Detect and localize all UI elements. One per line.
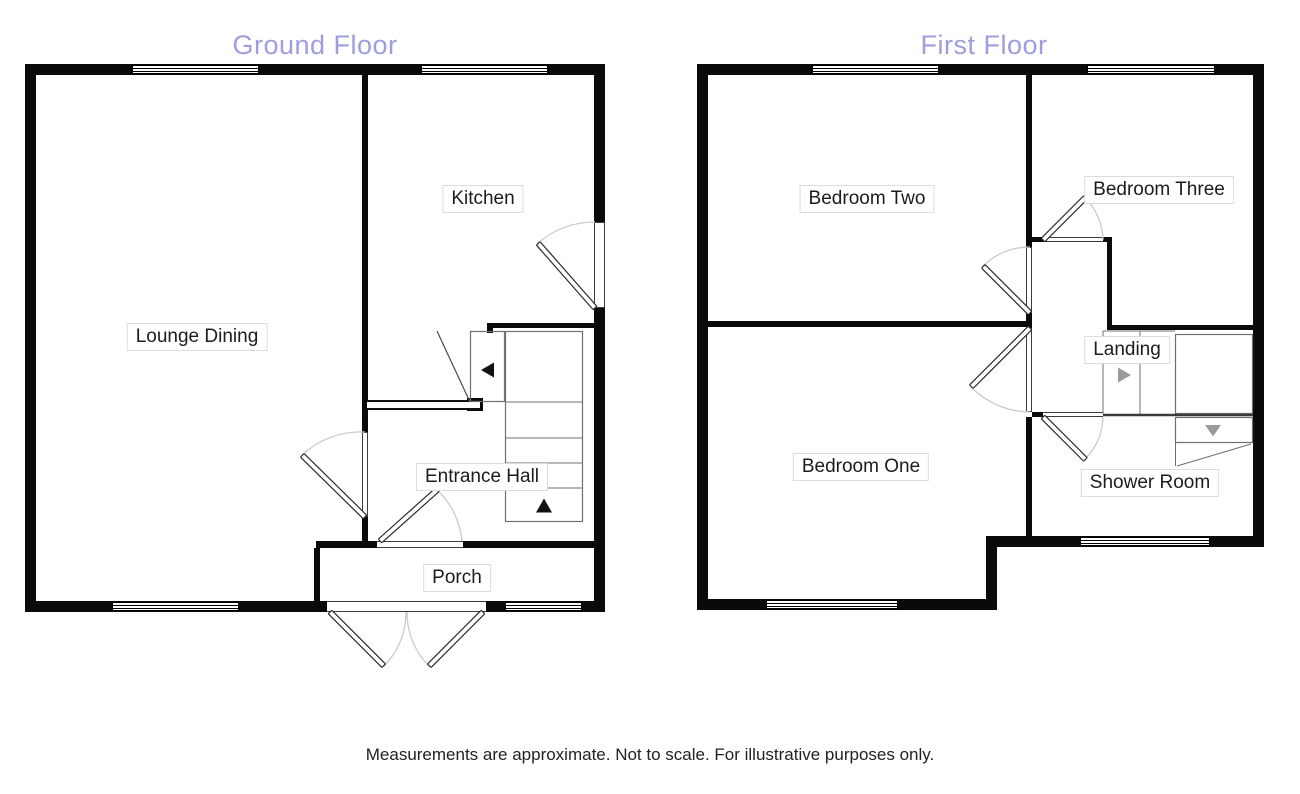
gf-window-top-lounge	[132, 65, 259, 74]
room-label-bedroom-one: Bedroom One	[792, 453, 930, 481]
gf-wall-lounge-divider-upper	[362, 75, 368, 432]
porch-door-right-arc	[406, 611, 430, 667]
disclaimer-text: Measurements are approximate. Not to sca…	[365, 745, 935, 764]
bedroom-two-door-leaf	[981, 264, 1032, 315]
stair-down-box	[1174, 416, 1254, 444]
gf-wall-lounge-divider-lower	[362, 517, 368, 541]
ff-window-bottom-bedroom-one	[766, 600, 898, 609]
front-door-arc	[436, 489, 463, 542]
shower-door-arc	[1084, 416, 1104, 460]
ff-wall-step	[986, 536, 997, 610]
lounge-door-arc	[301, 431, 366, 456]
room-label-lounge-dining: Lounge Dining	[126, 323, 268, 351]
stair-break-line	[1176, 443, 1252, 467]
bedroom-three-door-arc	[1084, 197, 1104, 241]
gf-wall-right-lower	[594, 308, 605, 612]
gf-front-door-opening	[377, 541, 463, 548]
room-label-kitchen: Kitchen	[442, 185, 524, 213]
ff-wall-divider-upper	[1026, 75, 1032, 247]
first-floor-symbols-layer	[969, 195, 1254, 467]
room-label-shower-room: Shower Room	[1080, 469, 1220, 497]
stair-left-arrow-icon	[481, 362, 494, 378]
bedroom-three-door-leaf	[1041, 195, 1088, 242]
gf-window-bottom-lounge	[112, 602, 239, 611]
first-floor-title: First Floor	[920, 30, 1048, 60]
front-door-leaf	[378, 487, 440, 544]
ground-floor-title: Ground Floor	[232, 30, 398, 60]
gf-wall-porch-left	[314, 548, 320, 601]
bedroom-one-door-leaf	[969, 326, 1032, 389]
room-label-bedroom-three: Bedroom Three	[1084, 176, 1234, 204]
gf-wall-porch-top-left	[316, 541, 377, 548]
ff-wall-bedroom3-notch	[1107, 242, 1112, 330]
porch-door-left-leaf	[328, 610, 386, 668]
ff-window-shower-room	[1080, 537, 1210, 546]
gf-wall-bottom	[25, 601, 605, 612]
ff-wall-bedroom3-left-seg	[1032, 237, 1043, 242]
ff-wall-landing-bottom-seg	[1032, 412, 1043, 417]
bedroom-two-door-arc	[982, 246, 1031, 267]
gf-porch-door-opening	[327, 601, 486, 612]
room-label-landing: Landing	[1084, 336, 1170, 364]
ff-wall-bedroom-divider	[708, 321, 1026, 327]
ground-floor-plan: Lounge Dining Kitchen Entrance Hall Porc…	[25, 64, 605, 668]
ff-window-top-bedroom-three	[1087, 65, 1215, 74]
ff-wall-shower-left	[1026, 417, 1032, 536]
gf-wall-top	[25, 64, 605, 75]
gf-window-top-kitchen	[421, 65, 548, 74]
gf-wall-porch-top-right	[463, 541, 605, 548]
ground-floor-symbols-layer	[300, 221, 598, 668]
ff-wall-right	[1253, 64, 1264, 547]
stair-right-arrow-icon	[1118, 367, 1131, 383]
doors-first	[969, 195, 1104, 462]
stair-break-line	[436, 330, 471, 403]
stairwell-box	[1174, 333, 1254, 415]
stair-up-arrow-icon	[536, 498, 552, 513]
bedroom-one-door-arc	[970, 386, 1031, 413]
ff-wall-bedroom3-right-seg	[1103, 237, 1112, 242]
kitchen-door-arc	[537, 221, 596, 244]
ff-wall-top	[697, 64, 1264, 75]
ff-bedroom-three-door-opening	[1043, 237, 1103, 242]
shower-door-leaf	[1041, 415, 1088, 462]
stair-down-arrow-icon	[1205, 425, 1221, 437]
gf-wall-right-upper	[594, 64, 605, 222]
gf-wall-left	[25, 64, 36, 612]
ff-wall-left	[697, 64, 708, 610]
doors-ground	[300, 221, 598, 668]
gf-wall-kitchen-stair-stub	[487, 323, 493, 333]
lounge-door-leaf	[300, 453, 367, 519]
room-label-bedroom-two: Bedroom Two	[799, 185, 935, 213]
gf-kitchen-door-opening	[594, 222, 605, 308]
ff-window-top-bedroom-two	[812, 65, 939, 74]
staircase-ground	[436, 330, 584, 523]
kitchen-door-leaf	[536, 241, 598, 310]
gf-window-porch	[505, 602, 582, 611]
first-floor-plan: Bedroom Two Bedroom Three Landing Bedroo…	[697, 64, 1264, 610]
gf-stair-half-wall	[367, 400, 480, 410]
stair-turn-box	[469, 330, 506, 403]
room-label-porch: Porch	[423, 564, 491, 592]
room-label-entrance-hall: Entrance Hall	[415, 463, 549, 491]
ff-wall-divider-mid	[1026, 313, 1032, 328]
porch-door-left-arc	[383, 611, 407, 667]
ff-shower-door-opening	[1043, 412, 1103, 417]
stair-flight-box	[504, 330, 584, 523]
porch-door-right-leaf	[427, 610, 485, 668]
ff-wall-bedroom3-bottom	[1112, 325, 1253, 330]
gf-wall-kitchen-stair	[487, 323, 595, 328]
